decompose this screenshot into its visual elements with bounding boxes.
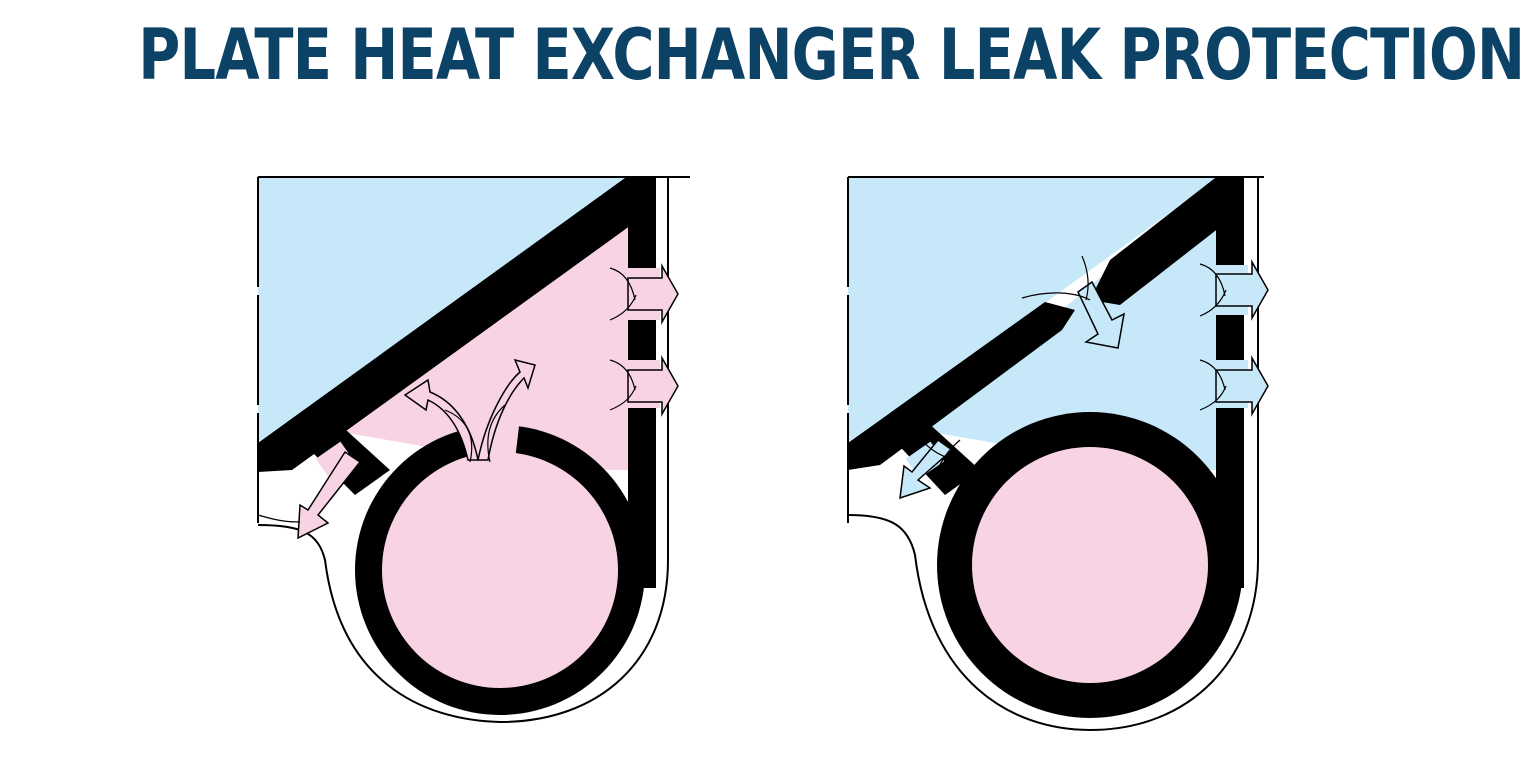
vent-arrow-lower [609, 355, 679, 417]
diagonal-gasket-upper [1090, 178, 1242, 305]
left-diagram [257, 176, 690, 724]
breach-leak-arrow [1021, 255, 1125, 349]
outward-leak-arrow [899, 431, 961, 500]
right-diagram [847, 176, 1269, 732]
flow-line [444, 409, 473, 463]
flow-arrow-right [477, 358, 536, 461]
flow-line [487, 404, 506, 463]
vent-arrow-upper [1199, 259, 1269, 321]
diagonal-gasket-lower [848, 302, 1075, 470]
port-hole-pink [382, 452, 618, 688]
outward-leak-arrow [257, 450, 362, 540]
vent-arrow-lower [1199, 355, 1269, 417]
port-hole-pink [972, 447, 1208, 683]
plate-outline [257, 178, 669, 724]
vent-arrow-upper [609, 263, 679, 325]
page-title: PLATE HEAT EXCHANGER LEAK PROTECTION [138, 14, 1525, 96]
plate-outline [847, 178, 1259, 732]
link-gasket-vent [315, 441, 355, 479]
diagonal-gasket [258, 178, 652, 472]
